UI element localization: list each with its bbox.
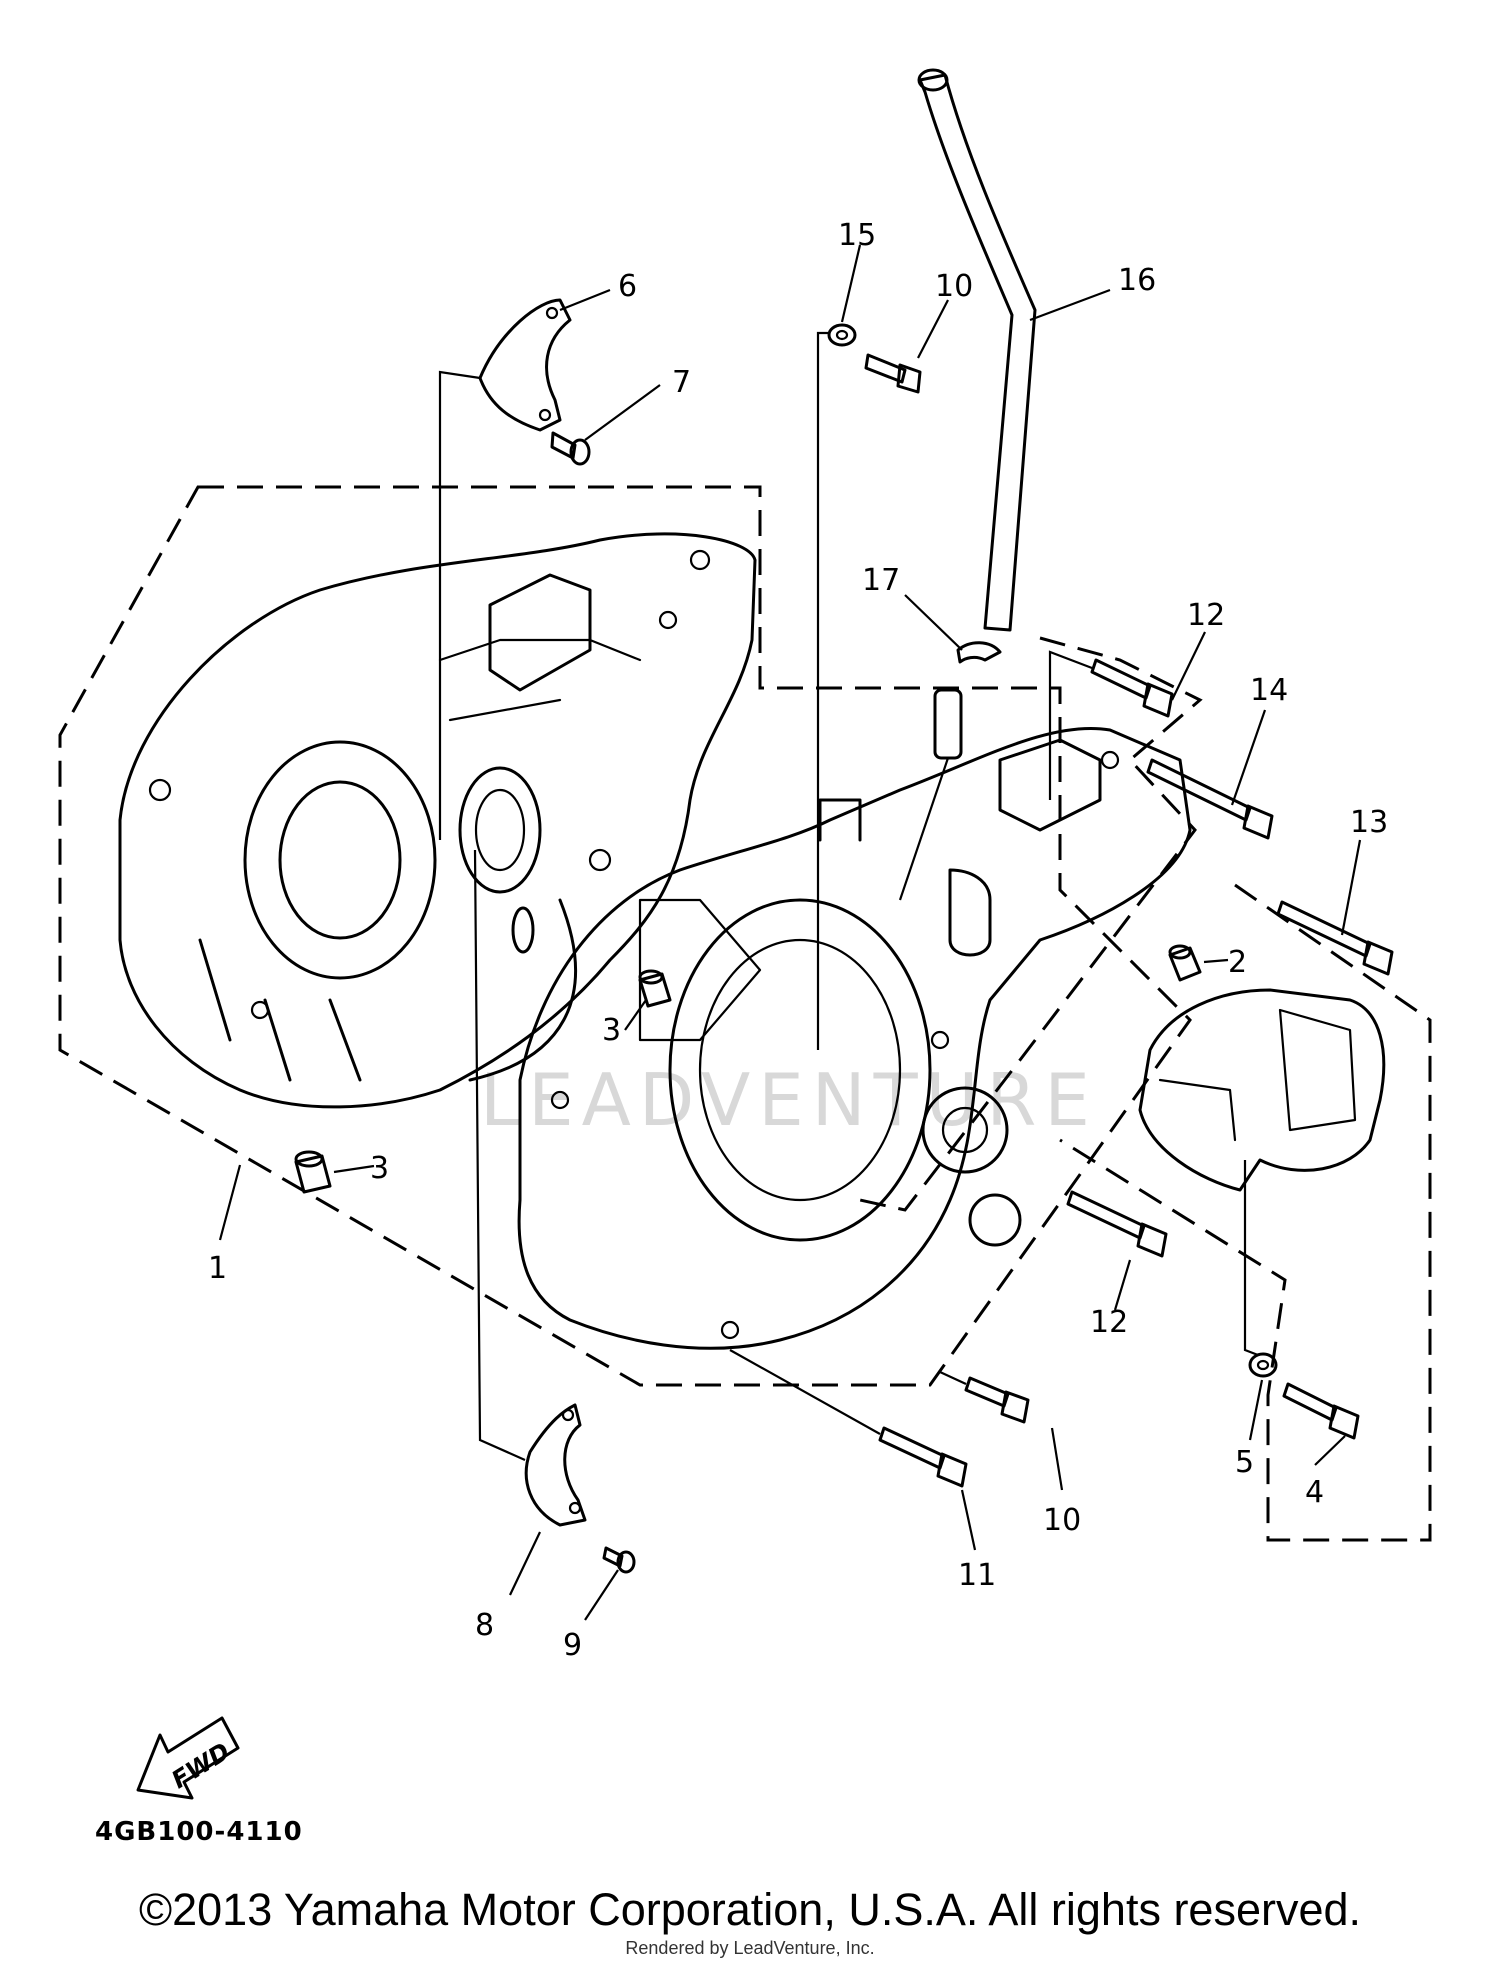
callout-11: 11 — [958, 1558, 996, 1593]
washer-5 — [1248, 1352, 1278, 1378]
callout-8: 8 — [475, 1608, 494, 1643]
callout-leaders — [218, 244, 1362, 1621]
copyright-notice: ©2013 Yamaha Motor Corporation, U.S.A. A… — [138, 1884, 1362, 1935]
callout-3-center: 3 — [602, 1013, 621, 1048]
callout-4: 4 — [1305, 1475, 1324, 1510]
bolt-11 — [878, 1426, 968, 1488]
bearing-stopper-upper — [478, 298, 572, 432]
assembly-line-plate-6 — [438, 370, 481, 840]
bolt-14 — [1146, 758, 1274, 840]
bolt-12-lower — [1066, 1190, 1168, 1258]
forward-direction-arrow-icon: FWD — [136, 1716, 240, 1800]
left-crankcase — [118, 532, 757, 1109]
dowel-pin-3-lower — [294, 1150, 332, 1194]
assembly-line-bolt-11 — [729, 1349, 881, 1435]
watermark: LEADVENTURE — [480, 1058, 1098, 1142]
callout-13: 13 — [1350, 805, 1388, 840]
callout-2: 2 — [1228, 945, 1247, 980]
diagram-reference-code: 4GB100-4110 — [95, 1817, 303, 1847]
breather-hose — [918, 73, 1037, 632]
callout-12-lower: 12 — [1090, 1305, 1128, 1340]
bolt-13 — [1276, 900, 1394, 976]
callout-17: 17 — [862, 563, 900, 598]
callout-10-lower: 10 — [1043, 1503, 1081, 1538]
bolt-4 — [1282, 1382, 1360, 1440]
callout-5: 5 — [1235, 1445, 1254, 1480]
assembly-line-bolt-10-upper — [816, 331, 830, 1050]
assembly-line-bolt-10-lower — [939, 1371, 967, 1385]
callout-15: 15 — [838, 218, 876, 253]
rendered-by-notice: Rendered by LeadVenture, Inc. — [625, 1938, 875, 1958]
callout-12-upper: 12 — [1187, 598, 1225, 633]
bearing-stopper-lower — [524, 1403, 587, 1527]
callout-6: 6 — [618, 269, 637, 304]
assembly-line-plate-8 — [473, 849, 526, 1462]
callout-10-upper: 10 — [935, 269, 973, 304]
dowel-pin-3-center — [638, 969, 672, 1008]
o-ring — [511, 906, 535, 954]
callout-9: 9 — [563, 1628, 582, 1663]
cover-group-boundary — [1059, 883, 1432, 1542]
right-crankcase-group-boundary — [859, 636, 1203, 1212]
bolt-12-upper — [1090, 658, 1174, 718]
bolt-10-upper — [864, 353, 922, 394]
screw-9 — [602, 1546, 636, 1574]
hose-end — [917, 68, 949, 92]
assembly-line-washer-5 — [1243, 1160, 1259, 1357]
crankcase-cover — [1138, 988, 1386, 1192]
callout-3-lower: 3 — [370, 1151, 389, 1186]
dowel-pin-2 — [1168, 944, 1202, 982]
callout-7: 7 — [672, 365, 691, 400]
screw-7 — [550, 431, 591, 466]
assembly-line-bolt-12 — [1048, 650, 1093, 800]
callout-14: 14 — [1250, 673, 1288, 708]
callout-1: 1 — [208, 1251, 227, 1286]
hose-clip-and-nipple — [898, 641, 1002, 901]
right-crankcase — [517, 726, 1192, 1350]
bolt-10-lower — [964, 1376, 1030, 1424]
left-crankcase-group-boundary — [58, 485, 1192, 1387]
washer-15 — [827, 323, 857, 347]
callout-16: 16 — [1118, 263, 1156, 298]
